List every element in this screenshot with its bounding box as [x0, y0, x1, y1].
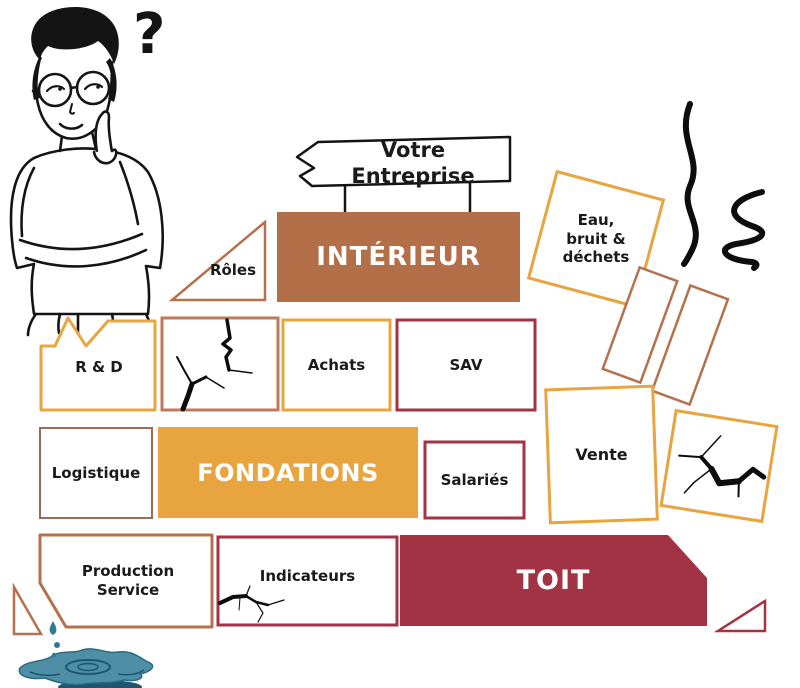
banner-shape [295, 135, 512, 188]
indicateurs-block [216, 535, 399, 627]
crack-icon [218, 585, 285, 623]
crack-icon [176, 318, 253, 412]
cracked-tilted-block [659, 408, 779, 524]
interieur-block [277, 212, 520, 302]
plank-block [650, 283, 730, 407]
logistique-block [39, 427, 153, 519]
banner-sign [295, 135, 512, 213]
cracked-block [160, 316, 280, 412]
roof-corner-piece [713, 598, 767, 633]
fondations-block [158, 427, 418, 518]
sav-block [395, 318, 537, 412]
eau-block [526, 169, 666, 309]
smoke-squiggle-icon [681, 101, 766, 271]
salaries-block [423, 440, 526, 520]
rd-block [39, 316, 157, 412]
crack-icon [678, 435, 767, 498]
thinking-person-illustration [9, 6, 164, 337]
vente-block [544, 384, 659, 525]
question-mark: ? [133, 2, 166, 67]
roles-triangle [168, 219, 267, 302]
broken-corner-piece [12, 582, 44, 636]
plank-block [601, 265, 679, 385]
water-puddle-icon [18, 621, 154, 688]
water-drop-icon [49, 621, 57, 635]
toit-block [400, 535, 707, 626]
production-block [38, 533, 214, 629]
achats-block [281, 318, 392, 412]
